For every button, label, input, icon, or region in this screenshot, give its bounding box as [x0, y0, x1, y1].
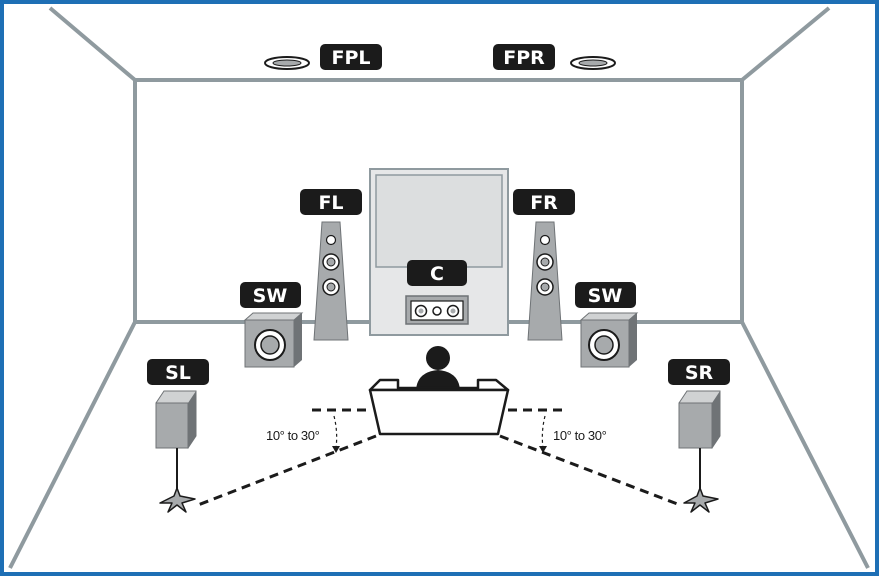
label-sw-right: SW: [575, 282, 636, 308]
right-floor-edge: [740, 321, 870, 569]
label-fl-text: FL: [318, 192, 343, 214]
label-fl: FL: [300, 189, 362, 215]
sofa-icon: [368, 378, 510, 436]
label-sw-right-text: SW: [588, 285, 623, 307]
center-speaker-icon: [405, 295, 469, 325]
label-c: C: [407, 260, 467, 286]
ceiling-edge: [48, 6, 831, 82]
subwoofer-icon: [243, 312, 304, 368]
left-angle-arc: [333, 415, 338, 449]
label-fpr-text: FPR: [503, 47, 545, 69]
label-fr: FR: [513, 189, 575, 215]
ceiling-speaker-icon: [570, 56, 616, 70]
surround-speaker-icon: [155, 390, 197, 513]
label-sr-text: SR: [685, 362, 714, 384]
room-walls: [8, 6, 870, 569]
label-fpl-text: FPL: [331, 47, 370, 69]
right-angle-text: 10° to 30°: [553, 428, 607, 443]
right-angle-guide: [499, 408, 681, 507]
label-c-text: C: [430, 263, 444, 285]
label-sl-text: SL: [165, 362, 191, 384]
listener-icon: [416, 346, 460, 392]
tv-screen-icon: [369, 168, 509, 336]
left-angle-guide: [197, 408, 377, 507]
label-sr: SR: [668, 359, 730, 385]
label-fpl: FPL: [320, 44, 382, 70]
label-fr-text: FR: [530, 192, 558, 214]
label-sl: SL: [147, 359, 209, 385]
label-sw-left-text: SW: [253, 285, 288, 307]
left-angle-arrow-icon: [332, 446, 340, 453]
left-angle-text: 10° to 30°: [266, 428, 320, 443]
subwoofer-icon: [579, 312, 639, 368]
left-surround-dashed-line: [197, 434, 377, 507]
left-floor-edge: [8, 321, 137, 569]
label-sw-left: SW: [240, 282, 301, 308]
label-fpr: FPR: [493, 44, 555, 70]
right-surround-dashed-line: [499, 434, 681, 507]
tower-speaker-icon: [527, 221, 563, 341]
right-angle-arc: [541, 415, 546, 449]
ceiling-speaker-icon: [264, 56, 310, 70]
right-angle-arrow-icon: [539, 446, 547, 453]
tower-speaker-icon: [313, 221, 349, 341]
surround-speaker-icon: [678, 390, 721, 513]
